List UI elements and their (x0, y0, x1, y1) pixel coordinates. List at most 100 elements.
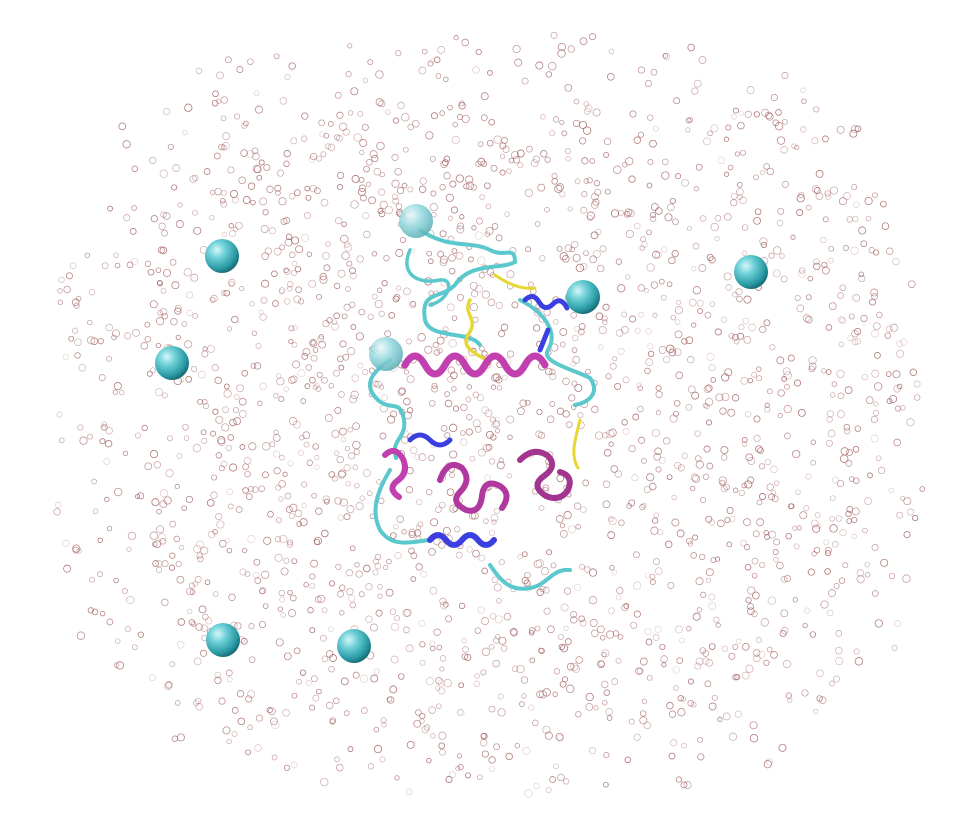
water-molecule (331, 475, 338, 482)
water-molecule (570, 312, 577, 319)
water-molecule (415, 524, 422, 530)
water-molecule (557, 773, 565, 782)
water-molecule (532, 324, 541, 332)
water-molecule (764, 406, 771, 413)
water-molecule (426, 488, 433, 496)
water-molecule (551, 178, 558, 185)
water-molecule (637, 131, 644, 138)
water-molecule (314, 464, 320, 471)
water-molecule (225, 56, 232, 64)
water-molecule (59, 437, 65, 444)
water-molecule (343, 710, 350, 716)
water-molecule (728, 732, 738, 741)
water-molecule (822, 216, 829, 223)
water-molecule (534, 625, 541, 632)
water-molecule (288, 325, 295, 332)
water-molecule (528, 281, 534, 288)
water-molecule (488, 705, 496, 713)
water-molecule (516, 664, 525, 674)
water-molecule (676, 657, 683, 664)
water-molecule (572, 334, 579, 342)
water-molecule (206, 499, 215, 507)
water-molecule (687, 385, 696, 394)
water-molecule (273, 429, 279, 435)
water-molecule (355, 332, 364, 341)
water-molecule (104, 496, 110, 503)
water-molecule (764, 534, 770, 540)
water-molecule (384, 330, 392, 338)
water-molecule (720, 485, 728, 493)
water-molecule (500, 323, 509, 331)
water-molecule (777, 413, 783, 419)
water-molecule (174, 304, 182, 312)
water-molecule (549, 372, 557, 381)
water-molecule (355, 502, 364, 511)
water-molecule (794, 144, 800, 151)
water-molecule (194, 697, 202, 705)
water-molecule (87, 319, 93, 326)
water-molecule (747, 457, 756, 465)
water-molecule (783, 405, 792, 414)
water-molecule (764, 458, 771, 466)
water-molecule (378, 210, 386, 218)
water-molecule (323, 264, 331, 272)
water-molecule (429, 586, 438, 595)
water-molecule (431, 385, 439, 393)
water-molecule (612, 630, 620, 637)
water-molecule (338, 391, 345, 398)
water-molecule (226, 676, 233, 683)
water-molecule (291, 236, 300, 245)
water-molecule (424, 345, 433, 354)
water-molecule (557, 633, 564, 640)
water-molecule (609, 565, 615, 571)
water-molecule (241, 122, 248, 129)
water-molecule (203, 168, 211, 175)
water-molecule (888, 487, 895, 494)
water-molecule (763, 530, 769, 536)
water-molecule (821, 368, 827, 374)
water-molecule (776, 219, 784, 227)
water-molecule (409, 300, 417, 309)
water-molecule (289, 503, 298, 512)
water-molecule (790, 234, 796, 240)
water-molecule (538, 505, 545, 511)
water-molecule (593, 180, 601, 187)
water-molecule (854, 125, 862, 132)
water-molecule (440, 160, 448, 168)
water-molecule (743, 295, 752, 304)
water-molecule (101, 421, 108, 428)
water-molecule (829, 186, 839, 195)
water-molecule (458, 682, 465, 689)
water-molecule (183, 435, 190, 441)
water-molecule (320, 777, 329, 787)
water-molecule (346, 505, 355, 514)
water-molecule (278, 496, 284, 502)
water-molecule (825, 439, 833, 447)
water-molecule (528, 627, 536, 634)
water-molecule (591, 192, 599, 201)
water-molecule (650, 526, 659, 535)
water-molecule (225, 669, 233, 677)
water-molecule (655, 567, 663, 575)
water-molecule (215, 452, 222, 459)
water-molecule (263, 164, 271, 171)
water-molecule (699, 215, 707, 222)
water-molecule (466, 414, 473, 421)
water-molecule (812, 258, 820, 266)
water-molecule (463, 183, 470, 190)
water-molecule (833, 583, 840, 589)
water-molecule (780, 145, 788, 154)
water-molecule (589, 255, 598, 264)
water-molecule (325, 701, 334, 710)
water-molecule (144, 335, 152, 343)
water-molecule (564, 638, 572, 645)
water-molecule (401, 113, 410, 122)
water-molecule (767, 388, 773, 395)
water-molecule (503, 612, 512, 621)
water-molecule (341, 251, 350, 260)
water-molecule (564, 83, 573, 92)
water-molecule (741, 250, 747, 256)
water-molecule (544, 156, 551, 163)
water-molecule (570, 312, 577, 319)
water-molecule (607, 516, 614, 522)
